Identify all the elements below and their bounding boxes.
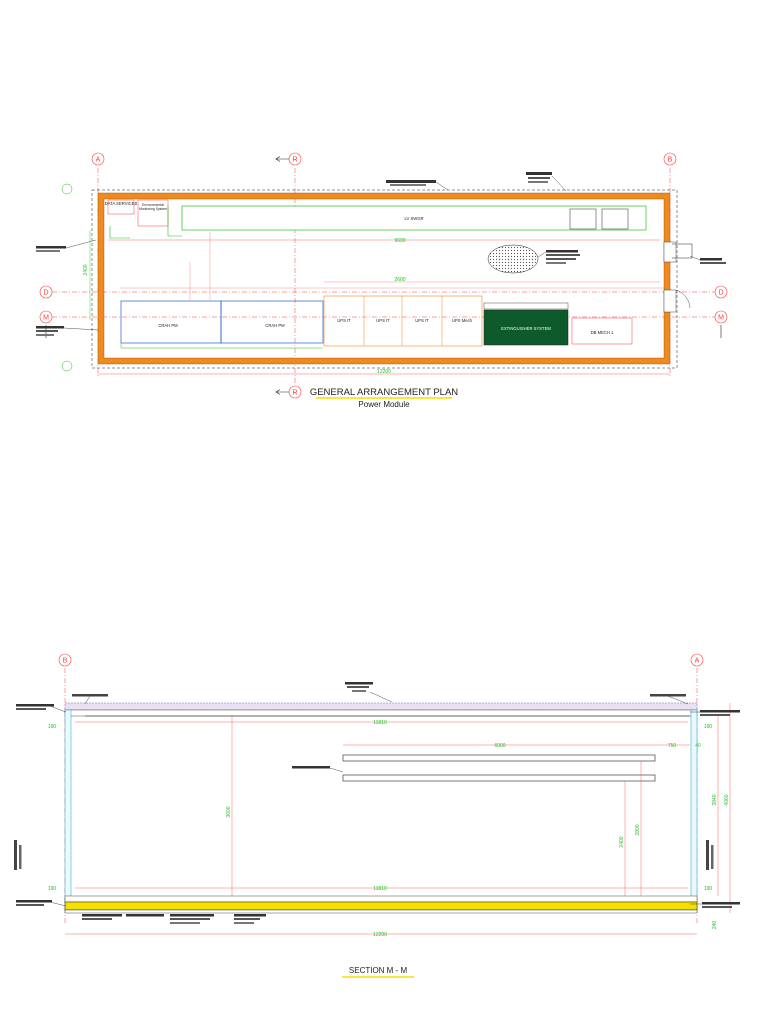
lv-panel-1 — [569, 208, 597, 230]
ups-it-label-3: UPS IT — [415, 318, 429, 323]
env-monitoring-room — [137, 199, 169, 227]
general-arrangement-plan: A B R R D D M M — [36, 152, 728, 409]
crah-pm-zone-1 — [120, 300, 222, 344]
ups-it-label-1: UPS IT — [337, 318, 351, 323]
ups-mech-label: UPS Mech — [452, 318, 473, 323]
grid-label-m-right: M — [718, 315, 724, 322]
grid-bubble-m-left: M — [39, 310, 53, 338]
plan-subtitle: Power Module — [358, 400, 410, 409]
lv-panel-2 — [601, 208, 629, 230]
inner-width-bottom-dim: 11810 — [373, 886, 387, 892]
left-bottom-dim: 190 — [48, 886, 57, 892]
plan-title: GENERAL ARRANGEMENT PLAN — [310, 387, 458, 398]
internal-height-dim: 3840 — [712, 794, 718, 805]
db-mech-label: DB MECH 1 — [591, 330, 614, 335]
section-m-m: B A 11810 11810 12200 190 190 190 — [14, 653, 740, 978]
level-marker-top — [61, 183, 73, 195]
floor-beam — [64, 895, 698, 903]
door — [663, 241, 693, 313]
section-grid-label-b: B — [63, 658, 68, 665]
cable-tray-lower — [342, 774, 656, 782]
floor-panel — [64, 901, 698, 911]
grid-label-d-left: D — [43, 290, 48, 297]
section-grid-bubble-b: B — [58, 653, 72, 667]
crah-pm-label-2: CRAH PM — [265, 323, 285, 328]
section-title: SECTION M - M — [349, 966, 408, 975]
roof-panel — [64, 702, 698, 711]
section-overall-dim: 12200 — [373, 932, 387, 938]
lv-dim-label: 9600 — [394, 238, 405, 244]
grid-label-a: A — [96, 157, 101, 164]
lower-tray-height-dim: 2400 — [619, 836, 625, 847]
right-bottom-dim: 190 — [704, 886, 713, 892]
grid-label-r-bottom: R — [292, 390, 297, 397]
section-grid-label-a: A — [695, 658, 700, 665]
inner-width-top-dim: 11810 — [373, 720, 387, 726]
grid-bubble-d-right: D — [714, 285, 728, 299]
lv-swgr-label: LV SWGR — [404, 216, 423, 221]
ups-zone — [323, 295, 483, 347]
crah-pm-zone-2 — [220, 300, 324, 344]
ups-length-dim: 2600 — [394, 277, 405, 283]
roof-beam — [64, 709, 698, 717]
overall-length-dim: 12200 — [377, 369, 391, 375]
walking-area-marker — [487, 244, 539, 274]
db-mech-room — [571, 317, 633, 345]
ups-it-label-2: UPS IT — [376, 318, 390, 323]
container-outline — [91, 189, 678, 369]
section-callouts — [14, 682, 740, 924]
lv-swgr-zone — [181, 205, 647, 231]
left-top-dim: 190 — [48, 724, 57, 730]
grid-label-d-right: D — [718, 290, 723, 297]
data-services-room — [107, 199, 135, 215]
cable-tray-upper — [342, 754, 656, 762]
grid-label-b: B — [668, 157, 673, 164]
base-height-dim: 240 — [712, 921, 718, 930]
data-services-label: DATA SERVICES — [105, 201, 138, 206]
extinguisher-label: EXTINGUISHER SYSTEM — [501, 326, 551, 331]
grid-label-r-top: R — [292, 157, 297, 164]
grid-bubble-b-top: B — [663, 152, 677, 166]
right-top-dim: 190 — [704, 724, 713, 730]
right-wall — [690, 709, 698, 911]
shelf-length-dim: 6000 — [494, 743, 505, 749]
shelf-right-dim: 40 — [695, 743, 701, 749]
grid-bubble-r-bottom: R — [275, 385, 302, 399]
external-height-dim: 4060 — [724, 794, 730, 805]
grid-bubble-m-right: M — [714, 310, 728, 338]
upper-tray-height-dim: 2800 — [635, 824, 641, 835]
grid-bubble-d-left: D — [39, 285, 53, 299]
env-monitoring-label: Environmental Monitoring System — [138, 203, 168, 211]
clear-height-dim: 3600 — [226, 806, 232, 817]
shelf-gap-dim: 750 — [668, 743, 677, 749]
grid-bubble-a-top: A — [91, 152, 105, 166]
extinguisher-system — [483, 309, 569, 346]
section-grid-bubble-a: A — [690, 653, 704, 667]
level-marker-bottom — [61, 360, 73, 372]
plan-callouts — [36, 172, 726, 336]
room-width-dim: 2400 — [83, 264, 89, 275]
grid-bubble-r-top: R — [275, 152, 302, 166]
left-wall — [64, 709, 72, 911]
grid-label-m-left: M — [43, 315, 49, 322]
crah-pm-label-1: CRAH PM — [158, 323, 178, 328]
